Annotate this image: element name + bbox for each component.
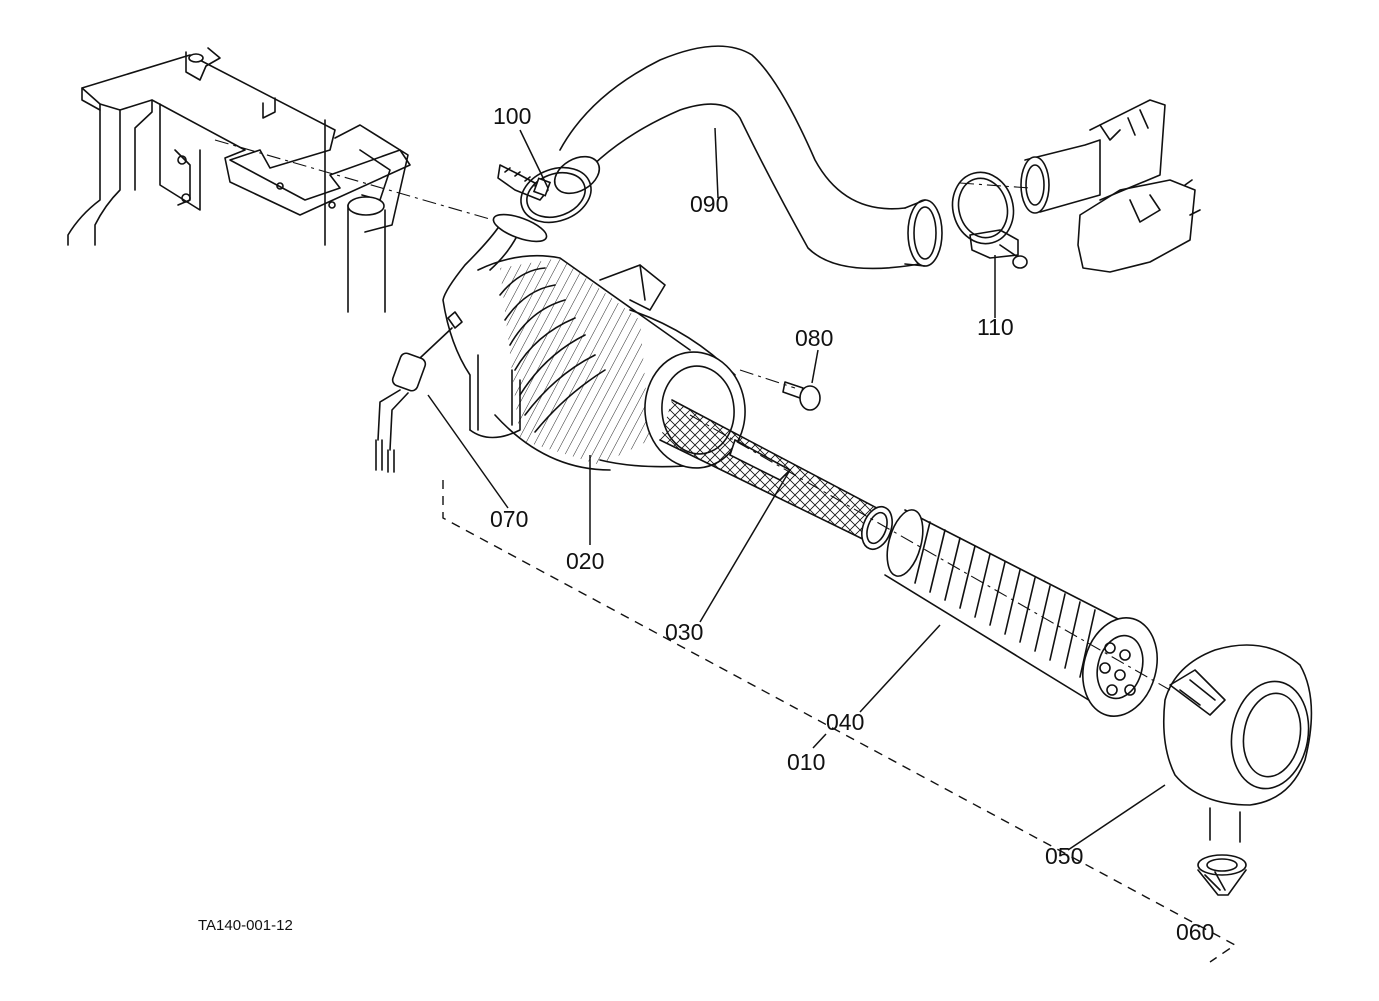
- label-080: 080: [795, 325, 833, 351]
- dust-indicator-070: [375, 311, 463, 473]
- hose-clamp-100: [497, 164, 592, 224]
- hose-clamp-110: [951, 171, 1028, 269]
- label-040: 040: [826, 709, 864, 735]
- frame-bracket: [67, 47, 411, 313]
- label-100: 100: [493, 103, 531, 129]
- label-060: 060: [1176, 919, 1214, 945]
- safety-element-030: [659, 399, 893, 551]
- filter-element-040: [884, 509, 1158, 717]
- center-line-engine: [959, 182, 1031, 189]
- label-070: 070: [490, 506, 528, 532]
- label-020: 020: [566, 548, 604, 574]
- label-110: 110: [977, 314, 1014, 340]
- assembly-bracket-010: [442, 480, 1237, 963]
- intake-hose-090: [553, 45, 943, 270]
- leader-lines: [427, 127, 1166, 851]
- figure-reference: TA140-001-12: [198, 917, 293, 934]
- center-line-lower: [689, 414, 1171, 691]
- label-030: 030: [665, 619, 703, 645]
- dust-cover-050: [1162, 644, 1313, 843]
- evacuator-valve-060: [1197, 854, 1247, 896]
- bolt-080: [739, 369, 821, 411]
- engine-intake-section: [1020, 99, 1201, 273]
- label-050: 050: [1045, 843, 1083, 869]
- center-line-upper: [214, 139, 501, 223]
- label-090: 090: [690, 191, 728, 217]
- label-010: 010: [787, 749, 825, 775]
- part-labels: 100 090 110 080 070 020 030 040 010 050 …: [198, 103, 1214, 945]
